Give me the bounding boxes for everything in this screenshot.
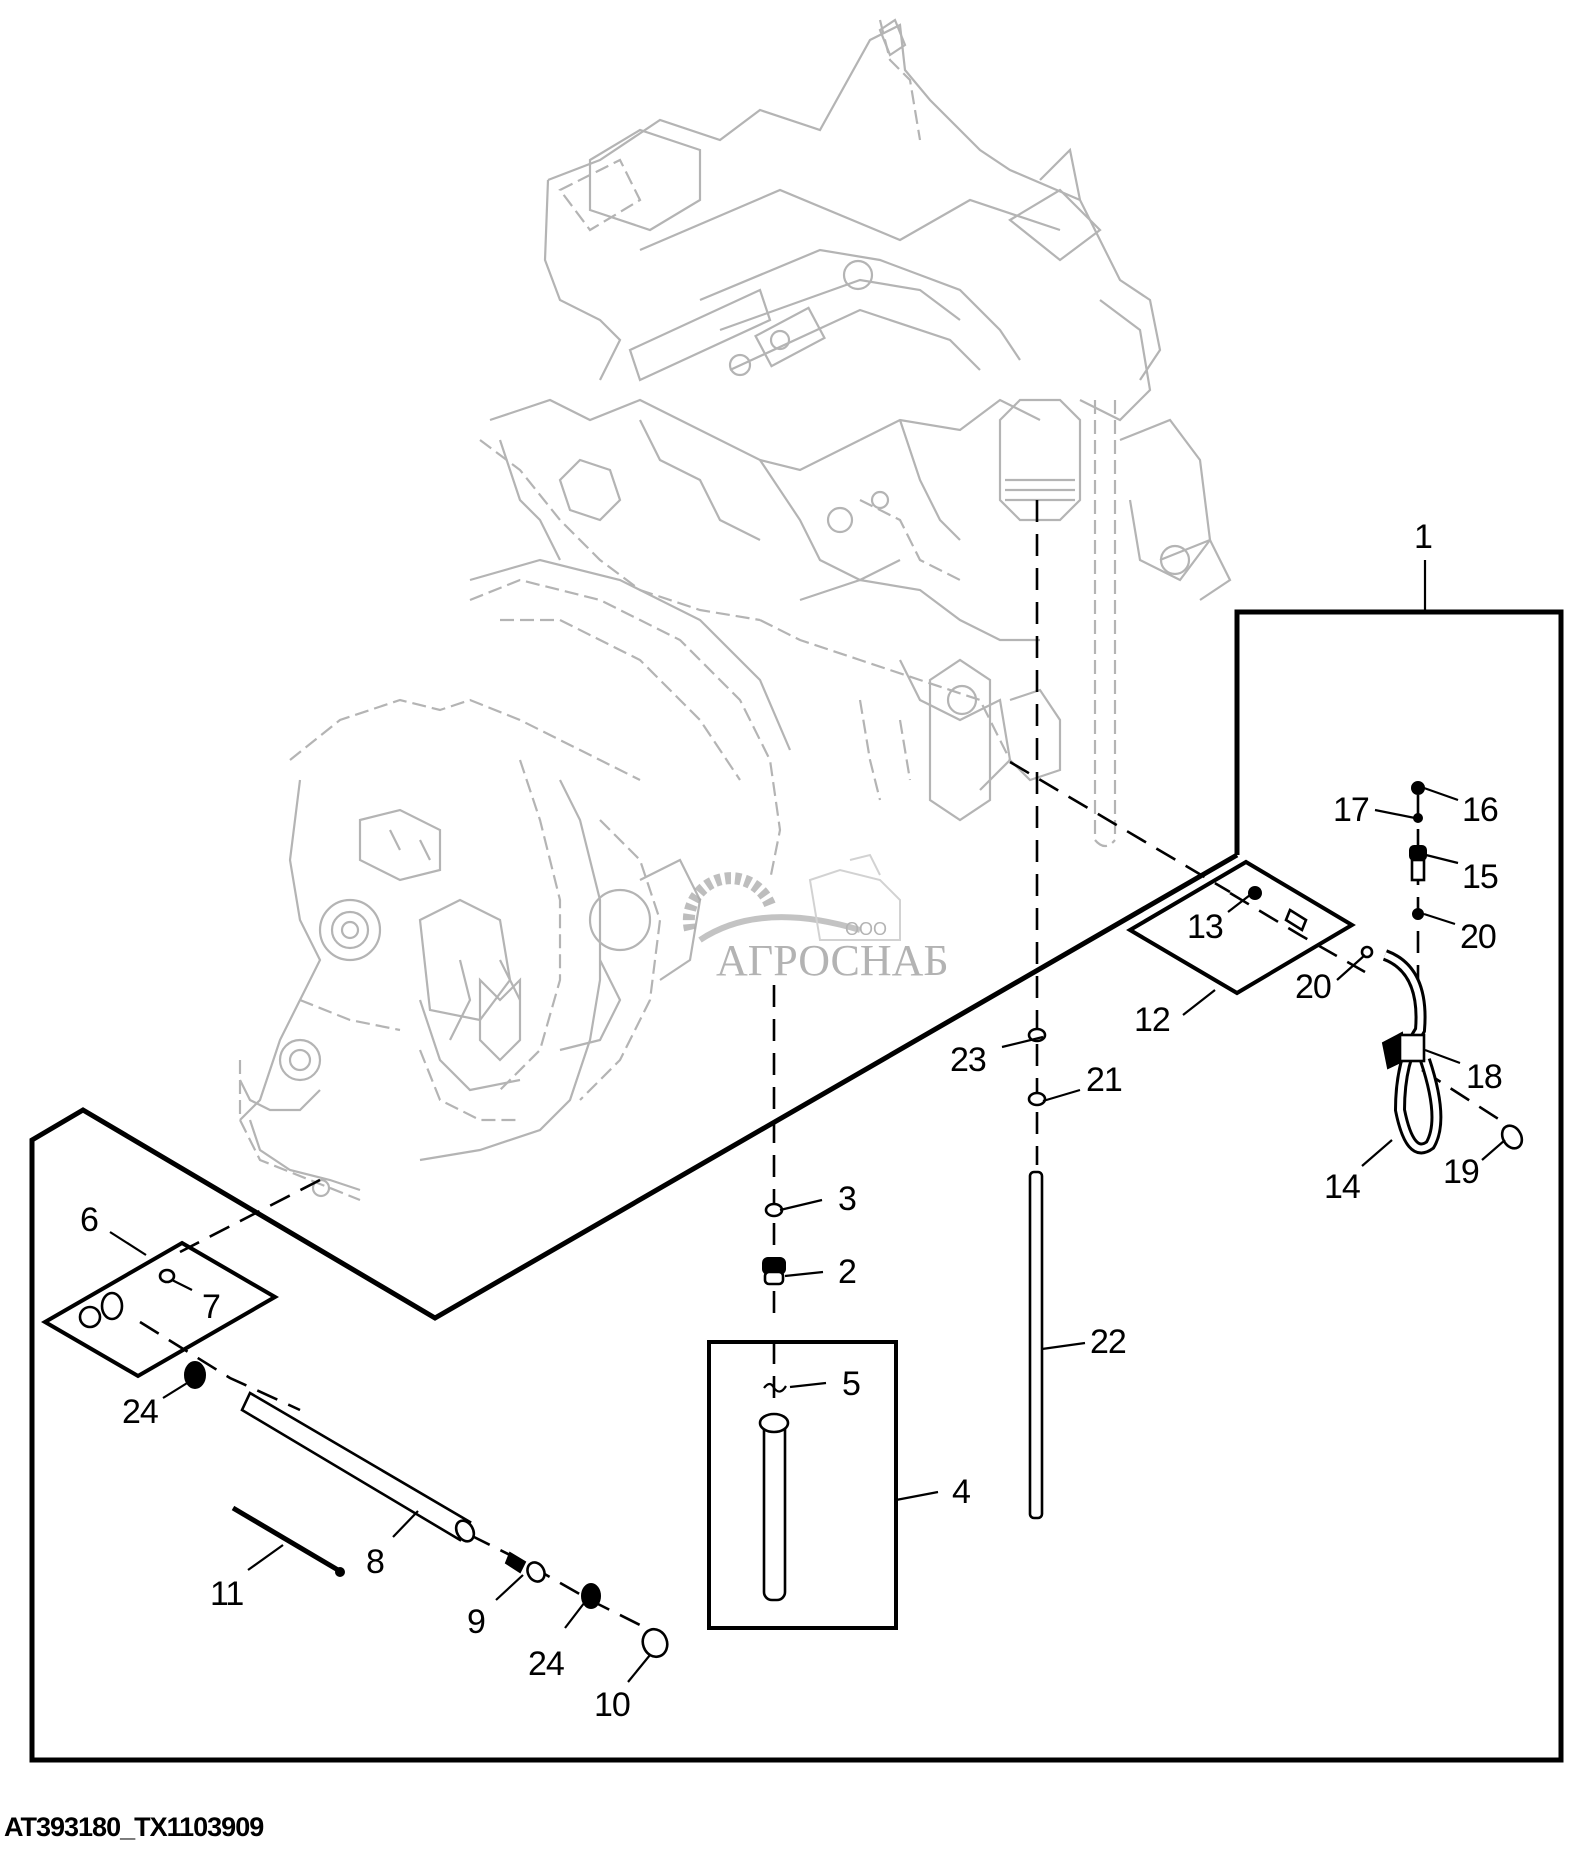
callout-10: 10: [594, 1686, 630, 1724]
part-13-fitting: [1284, 908, 1308, 932]
callout-17: 17: [1333, 791, 1369, 829]
callout-7: 7: [202, 1288, 220, 1326]
part-7-oring: [158, 1268, 176, 1284]
part-17-oring: [1413, 813, 1423, 823]
kit-outline-4: [707, 1340, 898, 1630]
figure-caption: AT393180_TX1103909: [4, 1812, 264, 1842]
part-24-clamp-lower: [581, 1583, 601, 1609]
callout-24-lower: 24: [528, 1645, 564, 1683]
assembly-outline-1: [29, 609, 1564, 1763]
engine-background-art: [238, 18, 1232, 1202]
part-15-fitting: [1409, 845, 1427, 861]
part-3-oring: [764, 1202, 784, 1218]
callout-1: 1: [1414, 518, 1432, 556]
parts: [78, 781, 1524, 1659]
callout-23: 23: [950, 1041, 986, 1079]
part-24-clamp-upper: [184, 1361, 206, 1389]
part-22-rod: [1028, 1170, 1044, 1520]
callout-11: 11: [210, 1575, 243, 1613]
callout-4: 4: [952, 1473, 970, 1511]
callout-5: 5: [842, 1365, 860, 1403]
kit-outline-6: [41, 1240, 279, 1379]
part-20-oring-upper: [1412, 908, 1424, 920]
combine-harvester-icon: [808, 868, 901, 941]
callout-18: 18: [1466, 1058, 1502, 1096]
callout-21: 21: [1086, 1061, 1122, 1099]
part-6-fitting: [78, 1305, 102, 1329]
callout-6: 6: [80, 1201, 98, 1239]
callout-15: 15: [1462, 858, 1498, 896]
leader-lines: [109, 786, 1506, 1683]
watermark-logo: ООО АГРОСНАБ: [682, 853, 949, 985]
callout-19: 19: [1443, 1153, 1479, 1191]
callout-9: 9: [467, 1603, 485, 1641]
part-21-oring: [1027, 1091, 1047, 1107]
watermark-prefix: ООО: [845, 919, 887, 939]
callout-14: 14: [1324, 1168, 1360, 1206]
part-8-hose: [240, 1391, 472, 1542]
callout-22: 22: [1090, 1323, 1126, 1361]
part-5-clip: [763, 1382, 787, 1393]
part-13-oring: [1248, 886, 1262, 900]
part-10-cap: [641, 1627, 669, 1659]
watermark-name: АГРОСНАБ: [716, 936, 949, 985]
part-11-tie: [231, 1505, 340, 1573]
callout-20-upper: 20: [1460, 918, 1496, 956]
callout-24-upper: 24: [122, 1393, 158, 1431]
part-19-bolt: [1500, 1124, 1524, 1150]
part-4-tube: [762, 1418, 787, 1602]
callout-13: 13: [1187, 908, 1223, 946]
callout-12: 12: [1134, 1001, 1170, 1039]
callout-16: 16: [1462, 791, 1498, 829]
callout-20-lower: 20: [1295, 968, 1331, 1006]
kit-outline-12: [1126, 859, 1356, 996]
callout-labels: 1 2 3 4 5 6 7 8 9 10 11 12 13 14 15 16 1…: [80, 518, 1503, 1724]
callout-3: 3: [838, 1180, 856, 1218]
part-9-connector: [504, 1551, 527, 1574]
part-16-cap: [1411, 781, 1425, 795]
callout-8: 8: [366, 1543, 384, 1581]
gear-icon: [682, 872, 776, 932]
callout-2: 2: [838, 1253, 856, 1291]
